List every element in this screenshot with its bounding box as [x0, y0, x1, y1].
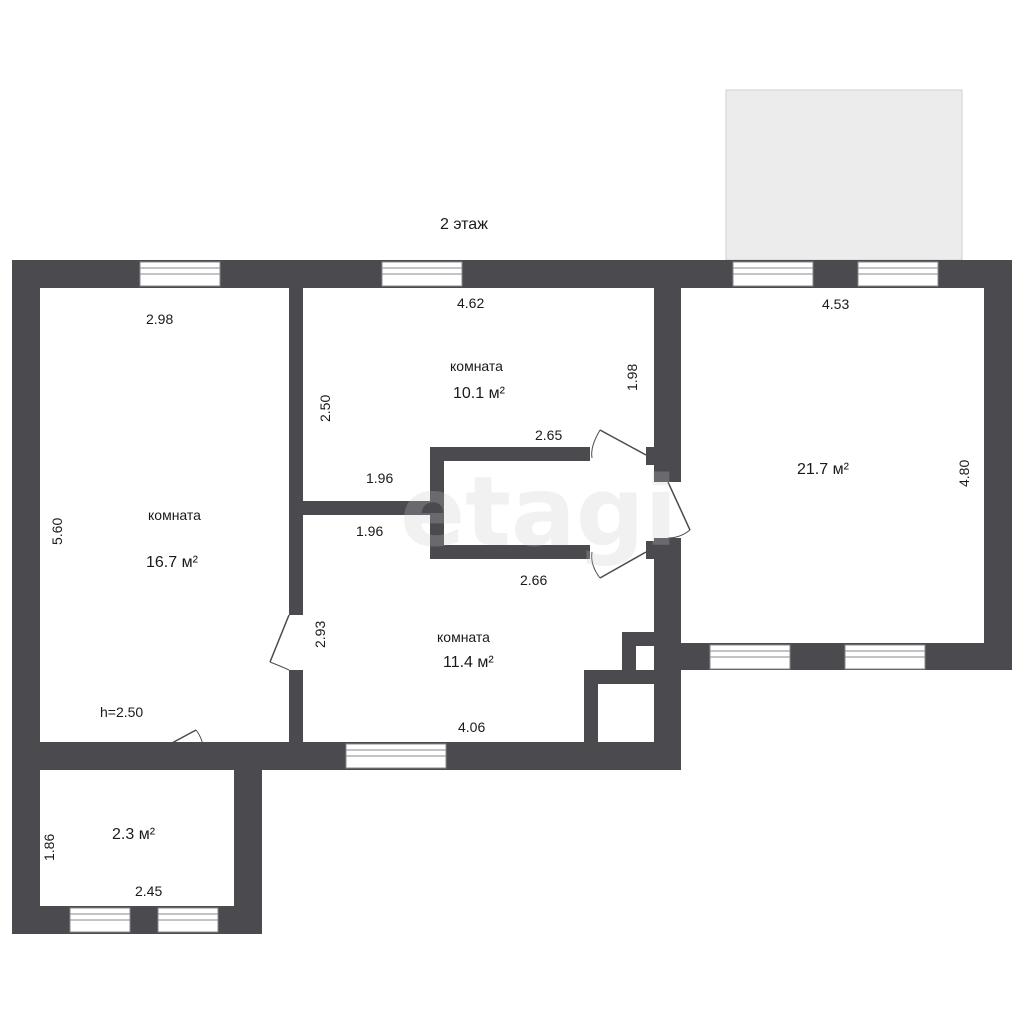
door-middle-room	[591, 551, 647, 579]
dim-left-height: 5.60	[49, 518, 65, 545]
window-left-top	[139, 261, 221, 287]
dim-small-height: 1.86	[41, 834, 57, 861]
dim-small-width: 2.45	[135, 883, 162, 899]
dim-left-width: 2.98	[146, 311, 173, 327]
room-area-middle: 11.4 м²	[443, 654, 494, 671]
dim-closet-left-lower: 1.96	[356, 523, 383, 539]
window-right-top-2	[857, 261, 939, 287]
ceiling-height: h=2.50	[100, 704, 143, 720]
door-right-room	[667, 481, 691, 539]
window-right-top-1	[732, 261, 814, 287]
dim-closet-bottom: 2.66	[520, 572, 547, 588]
dim-top-width: 4.62	[457, 295, 484, 311]
room-name-left: комната	[148, 507, 201, 523]
window-top-room	[381, 261, 463, 287]
door-top-room	[591, 429, 647, 459]
balcony	[725, 89, 963, 261]
doors	[147, 429, 691, 757]
window-small-2	[157, 907, 219, 933]
door-small-room	[147, 729, 205, 757]
window-right-bottom-2	[844, 644, 926, 670]
room-area-left: 16.7 м²	[146, 554, 199, 571]
dim-top-height-right: 1.98	[624, 364, 640, 391]
window-middle-bottom	[345, 743, 447, 769]
door-left-room	[269, 614, 290, 671]
window-small-1	[69, 907, 131, 933]
dim-closet-top: 2.65	[535, 427, 562, 443]
dim-closet-left-upper: 1.96	[366, 470, 393, 486]
room-area-top: 10.1 м²	[453, 385, 506, 402]
dim-right-width: 4.53	[822, 296, 849, 312]
room-area-right: 21.7 м²	[797, 461, 850, 478]
walls	[12, 260, 1012, 934]
windows	[69, 261, 939, 933]
dim-top-height-left: 2.50	[317, 395, 333, 422]
watermark: etagi	[400, 456, 677, 568]
floor-title: 2 этаж	[440, 216, 488, 233]
window-right-bottom-1	[709, 644, 791, 670]
room-name-top: комната	[450, 358, 503, 374]
room-name-middle: комната	[437, 629, 490, 645]
room-area-small: 2.3 м²	[112, 826, 156, 843]
dim-middle-width: 4.06	[458, 719, 485, 735]
dim-right-height: 4.80	[956, 460, 972, 487]
dim-middle-height: 2.93	[312, 621, 328, 648]
